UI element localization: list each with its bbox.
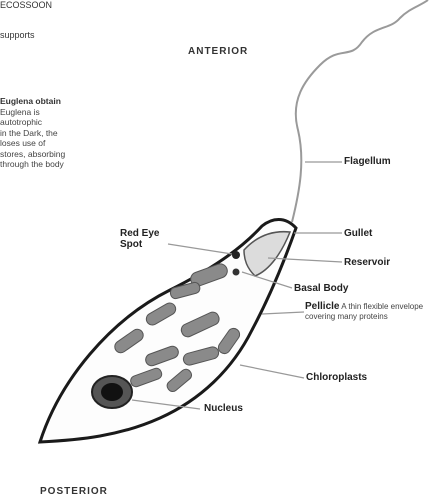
description-lead: Euglena obtain	[0, 96, 135, 107]
nutrition-description: Euglena obtain Euglena is autotrophic in…	[0, 96, 135, 170]
label-gullet: Gullet	[344, 228, 372, 239]
top-text-line1: ECOSSOON	[0, 0, 52, 11]
eye-spot-label-line	[168, 244, 232, 254]
label-reservoir: Reservoir	[344, 257, 390, 268]
pellicle-block: Pellicle A thin flexible envelope coveri…	[305, 302, 433, 321]
description-line: Euglena is	[0, 107, 135, 118]
label-pellicle: Pellicle	[305, 301, 339, 312]
description-line: autotrophic	[0, 117, 135, 128]
basal-body	[233, 269, 240, 276]
red-eye-spot	[232, 251, 240, 259]
description-line: stores, absorbing	[0, 149, 135, 160]
nucleus-inner	[101, 383, 123, 401]
flagellum-line	[292, 0, 428, 222]
chloroplast-label-line	[240, 365, 304, 378]
label-basal-body: Basal Body	[294, 283, 348, 294]
description-line: loses use of	[0, 138, 135, 149]
label-chloroplasts: Chloroplasts	[306, 372, 367, 383]
label-flagellum: Flagellum	[344, 156, 391, 167]
label-nucleus: Nucleus	[204, 403, 243, 414]
top-text-line2: supports	[0, 30, 35, 41]
description-line: in the Dark, the	[0, 128, 135, 139]
posterior-heading: POSTERIOR	[40, 486, 108, 497]
description-line: through the body	[0, 159, 135, 170]
pellicle-label-line	[262, 312, 304, 314]
label-red-eye-spot: Red Eye Spot	[120, 228, 175, 250]
anterior-heading: ANTERIOR	[188, 46, 248, 57]
